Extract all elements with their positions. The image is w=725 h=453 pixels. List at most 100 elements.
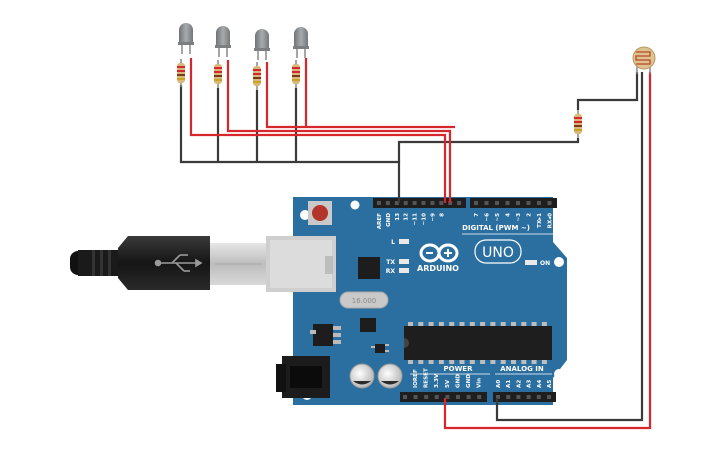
pin-label: IOREF bbox=[413, 369, 419, 388]
header-pin[interactable] bbox=[506, 395, 511, 399]
header-pin[interactable] bbox=[385, 201, 390, 205]
header-pin[interactable] bbox=[474, 201, 478, 205]
led-signal-wire[interactable] bbox=[265, 62, 455, 129]
digital-header[interactable] bbox=[373, 198, 557, 208]
mounting-hole bbox=[300, 210, 310, 220]
pin-label: ~6 bbox=[485, 213, 491, 222]
ground-wire[interactable] bbox=[397, 138, 580, 162]
voltage-regulator bbox=[310, 324, 341, 346]
transistor bbox=[371, 344, 389, 353]
pin-label: ~3 bbox=[516, 213, 522, 222]
pin-label: A0 bbox=[496, 380, 502, 388]
header-pin[interactable] bbox=[495, 201, 499, 205]
dc-power-jack bbox=[276, 356, 330, 398]
pin-label: A2 bbox=[516, 380, 522, 388]
resistor[interactable] bbox=[574, 110, 582, 138]
pin-label: RX◂0 bbox=[548, 213, 554, 228]
usb-cable[interactable] bbox=[70, 236, 268, 290]
pin-label: GND bbox=[455, 374, 461, 388]
power-wire[interactable] bbox=[443, 72, 652, 430]
header-pin[interactable] bbox=[516, 395, 521, 399]
arduino-uno-board[interactable]: 16.000 L TX RX ON ARDUINO UNO bbox=[266, 197, 567, 405]
header-pin[interactable] bbox=[403, 201, 408, 205]
header-pin[interactable] bbox=[537, 201, 541, 205]
uno-logo: UNO bbox=[474, 239, 522, 264]
header-pin[interactable] bbox=[547, 395, 551, 399]
resistor[interactable] bbox=[292, 60, 300, 88]
pin-label: A5 bbox=[547, 380, 553, 388]
crystal-oscillator: 16.000 bbox=[339, 291, 389, 309]
small-chip bbox=[360, 318, 376, 332]
wires bbox=[179, 58, 652, 430]
rx-label: RX bbox=[386, 268, 396, 275]
header-pin[interactable] bbox=[457, 201, 462, 205]
header-pin[interactable] bbox=[477, 395, 482, 399]
header-pin[interactable] bbox=[413, 395, 418, 399]
led[interactable] bbox=[254, 29, 270, 60]
svg-text:16.000: 16.000 bbox=[352, 297, 377, 305]
header-pin[interactable] bbox=[516, 201, 520, 205]
header-pin[interactable] bbox=[547, 201, 552, 205]
header-pin[interactable] bbox=[466, 395, 471, 399]
pin-label: A1 bbox=[506, 380, 512, 388]
analog-wire[interactable] bbox=[495, 72, 644, 422]
header-pin[interactable] bbox=[434, 395, 439, 399]
l-label: L bbox=[391, 239, 395, 246]
mounting-hole bbox=[350, 200, 360, 210]
header-pin[interactable] bbox=[484, 201, 489, 205]
pin-label: AREF bbox=[377, 213, 383, 229]
header-pin[interactable] bbox=[394, 201, 399, 205]
pin-label: ~9 bbox=[430, 213, 436, 222]
header-pin[interactable] bbox=[496, 395, 500, 399]
capacitor bbox=[377, 363, 403, 389]
header-pin[interactable] bbox=[377, 201, 381, 205]
header-pin[interactable] bbox=[430, 201, 435, 205]
led-signal-wire[interactable] bbox=[189, 58, 447, 203]
led[interactable] bbox=[178, 23, 194, 54]
tx-label: TX bbox=[386, 259, 395, 266]
ground-wire[interactable] bbox=[179, 85, 401, 203]
led-signal-wire[interactable] bbox=[226, 60, 452, 203]
led-l-indicator bbox=[399, 239, 409, 244]
header-pin[interactable] bbox=[536, 395, 541, 399]
pin-label: 5V bbox=[445, 379, 451, 388]
header-pin[interactable] bbox=[445, 395, 450, 399]
header-pin[interactable] bbox=[526, 201, 531, 205]
led[interactable] bbox=[215, 26, 231, 57]
reset-button[interactable] bbox=[308, 201, 332, 225]
led-rx-indicator bbox=[399, 268, 409, 273]
brand-label: ARDUINO bbox=[417, 264, 459, 273]
analog-header[interactable] bbox=[493, 392, 556, 402]
pin-label: 13 bbox=[395, 213, 401, 221]
pin-label: ~5 bbox=[495, 213, 501, 222]
header-pin[interactable] bbox=[439, 201, 444, 205]
usb-symbol-icon bbox=[154, 254, 203, 272]
capacitor bbox=[349, 363, 375, 389]
pin-label: ~10 bbox=[422, 213, 428, 226]
header-pin[interactable] bbox=[456, 395, 460, 399]
mounting-hole bbox=[554, 369, 564, 379]
mounting-hole bbox=[554, 257, 564, 267]
resistor[interactable] bbox=[177, 59, 185, 87]
pin-label: RESET bbox=[424, 368, 430, 388]
header-pin[interactable] bbox=[505, 201, 510, 205]
header-pin[interactable] bbox=[421, 201, 426, 205]
led-on-indicator bbox=[525, 260, 537, 265]
power-header[interactable] bbox=[400, 392, 487, 402]
led[interactable] bbox=[293, 27, 309, 58]
header-pin[interactable] bbox=[403, 395, 407, 399]
header-pin[interactable] bbox=[526, 395, 531, 399]
usb-chip bbox=[358, 257, 380, 279]
resistor[interactable] bbox=[214, 60, 222, 88]
pin-label: 4 bbox=[506, 213, 512, 217]
digital-header-label: DIGITAL (PWM ~) bbox=[462, 224, 530, 232]
photoresistor[interactable] bbox=[632, 46, 656, 74]
ldr-wire[interactable] bbox=[576, 72, 639, 110]
led-tx-indicator bbox=[399, 259, 409, 264]
header-pin[interactable] bbox=[412, 201, 417, 205]
resistor[interactable] bbox=[253, 62, 261, 90]
header-pin[interactable] bbox=[424, 395, 429, 399]
pin-label: GND bbox=[466, 374, 472, 388]
usb-b-port bbox=[266, 236, 336, 292]
